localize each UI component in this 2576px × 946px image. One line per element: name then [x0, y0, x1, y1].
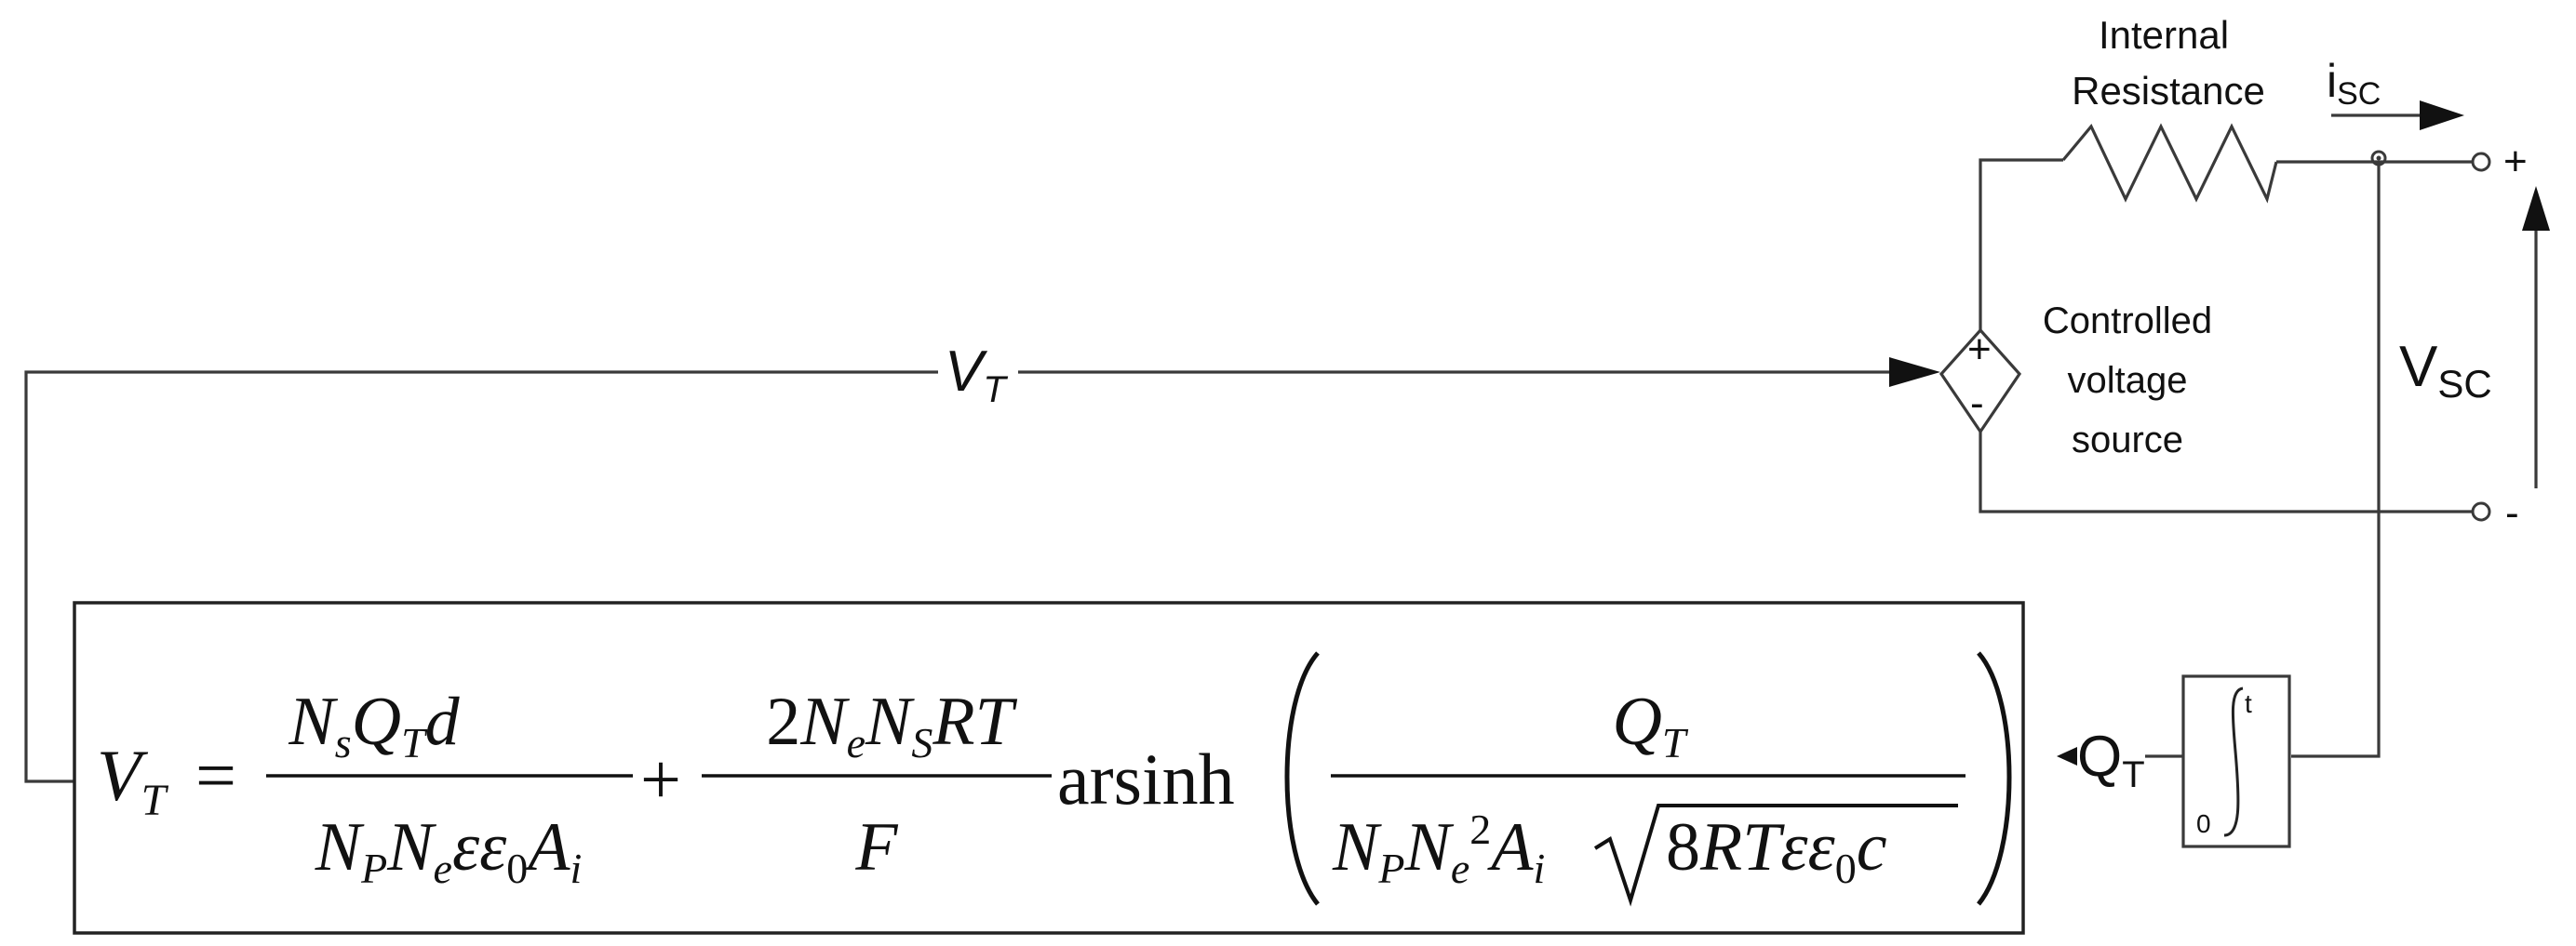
current-label: iSC	[2327, 55, 2381, 112]
sqrt-content: 8RTεε0c	[1666, 809, 1887, 892]
source-label-line2: voltage	[2068, 360, 2188, 401]
bottom-wire	[1979, 432, 2474, 513]
vt-signal-label: VT	[945, 340, 1008, 410]
vt-label-mask	[938, 344, 1018, 400]
equation-lhs: VT	[97, 735, 169, 825]
source-label-line1: Controlled	[2043, 300, 2212, 341]
plus-terminal-label: +	[2503, 139, 2528, 184]
frac1-numerator: NsQTd	[288, 684, 460, 766]
equation-function: arsinh	[1057, 739, 1235, 819]
qt-signal-label: QT	[2077, 725, 2145, 795]
plus-terminal[interactable]	[2471, 152, 2491, 172]
integrator-upper-limit: t	[2245, 689, 2252, 718]
frac3-numerator: QT	[1612, 684, 1688, 766]
left-paren	[1284, 651, 1320, 906]
sense-wire	[2291, 165, 2381, 758]
equation-equals: =	[195, 735, 236, 816]
junction-dot	[2376, 155, 2381, 161]
integrator-lower-limit: 0	[2196, 809, 2211, 838]
qt-arrowhead	[2057, 747, 2077, 766]
equation-box	[73, 601, 2025, 935]
frac2-denominator: F	[854, 809, 898, 886]
minus-terminal[interactable]	[2471, 501, 2491, 522]
resistor-symbol	[2061, 123, 2278, 204]
sqrt-sign	[1593, 804, 1958, 907]
voltage-label: VSC	[2399, 335, 2492, 406]
current-arrowhead	[2420, 100, 2464, 130]
resistor-label-line2: Resistance	[2072, 69, 2265, 113]
resistor-label-line1: Internal	[2099, 13, 2229, 57]
source-minus-sign: -	[1970, 380, 1984, 426]
source-label-line3: source	[2072, 420, 2183, 460]
frac1-denominator: NPNeεε0Ai	[315, 809, 583, 892]
voltage-arrowhead	[2522, 186, 2550, 231]
integrator-symbol	[2223, 686, 2244, 837]
frac3-denominator: NPNe2Ai	[1332, 806, 1545, 892]
vt-arrowhead	[1889, 357, 1940, 387]
top-wire	[1979, 158, 2063, 330]
right-paren	[1977, 651, 2012, 906]
source-plus-sign: +	[1967, 326, 1992, 372]
minus-terminal-label: -	[2505, 490, 2519, 536]
frac2-numerator: 2NeNSRT	[766, 684, 1017, 766]
equation-plus: +	[640, 739, 681, 819]
